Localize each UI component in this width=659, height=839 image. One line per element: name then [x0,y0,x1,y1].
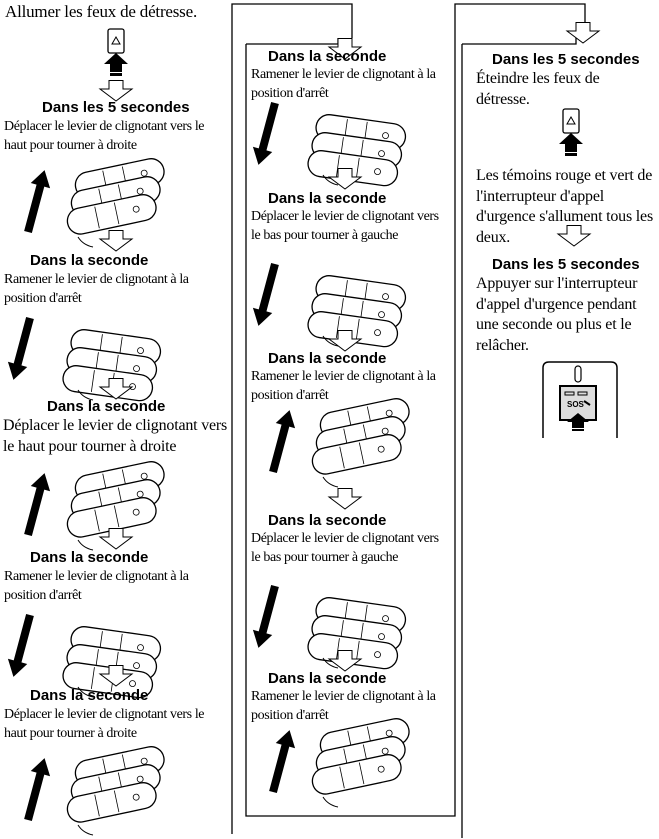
turn-signal-lever-icon [24,461,165,551]
step-heading: Dans la seconde [30,252,149,269]
turn-signal-lever-icon [252,262,407,348]
step-text: Ramener le levier de clignotant à la pos… [251,67,436,101]
flow-arrow-icon [98,230,134,252]
final-step1-heading: Dans les 5 secondes [492,51,640,68]
turn-signal-lever-icon [24,158,165,248]
hazard-switch-icon [104,28,128,76]
intro-text: Allumer les feux de détresse. [5,2,197,21]
step-heading: Dans la seconde [268,48,387,65]
final-step2-heading: Dans les 5 secondes [492,256,640,273]
turn-signal-lever-icon [7,316,162,402]
flow-arrow-icon [565,22,601,44]
flow-arrow-icon [327,168,363,190]
step-text: Ramener le levier de clignotant à la pos… [4,272,189,306]
step-heading: Dans la seconde [268,670,387,687]
step-text: Déplacer le levier de clignotant vers le… [4,707,205,741]
hazard-switch-icon [559,108,583,156]
final-step2-text: Appuyer sur l'interrupteur d'appel d'urg… [476,275,638,354]
step-heading: Dans la seconde [47,398,166,415]
flow-arrow-icon [327,488,363,510]
step-heading: Dans la seconde [30,549,149,566]
step-heading: Dans la seconde [30,687,149,704]
final-note: Les témoins rouge et vert de l'interrupt… [476,167,653,246]
step-heading: Dans la seconde [268,512,387,529]
flow-arrow-icon [556,225,592,247]
flow-arrow-icon [98,665,134,687]
step-text: Ramener le levier de clignotant à la pos… [251,369,436,403]
turn-signal-lever-icon [269,718,410,808]
step-heading: Dans la seconde [268,190,387,207]
final-step1-text: Éteindre les feux de détresse. [476,70,600,108]
sos-switch-icon: SOS [541,360,619,438]
turn-signal-lever-icon [7,613,162,699]
step-text: Déplacer le levier de clignotant vers le… [251,531,439,565]
sos-label: SOS [567,400,584,409]
flow-arrow-icon [98,378,134,400]
flow-arrow-icon [327,650,363,672]
step-heading: Dans la seconde [268,350,387,367]
turn-signal-lever-icon [24,746,165,836]
step-heading: Dans les 5 secondes [42,99,190,116]
step-text: Déplacer le levier de clignotant vers le… [3,417,228,455]
flow-arrow-icon [327,330,363,352]
step-text: Ramener le levier de clignotant à la pos… [4,569,189,603]
step-text: Ramener le levier de clignotant à la pos… [251,689,436,723]
turn-signal-lever-icon [269,398,410,488]
flow-arrow-icon [327,38,363,60]
flow-arrow-icon [98,80,134,102]
step-text: Déplacer le levier de clignotant vers le… [251,209,439,243]
flow-arrow-icon [98,528,134,550]
step-text: Déplacer le levier de clignotant vers le… [4,119,205,153]
